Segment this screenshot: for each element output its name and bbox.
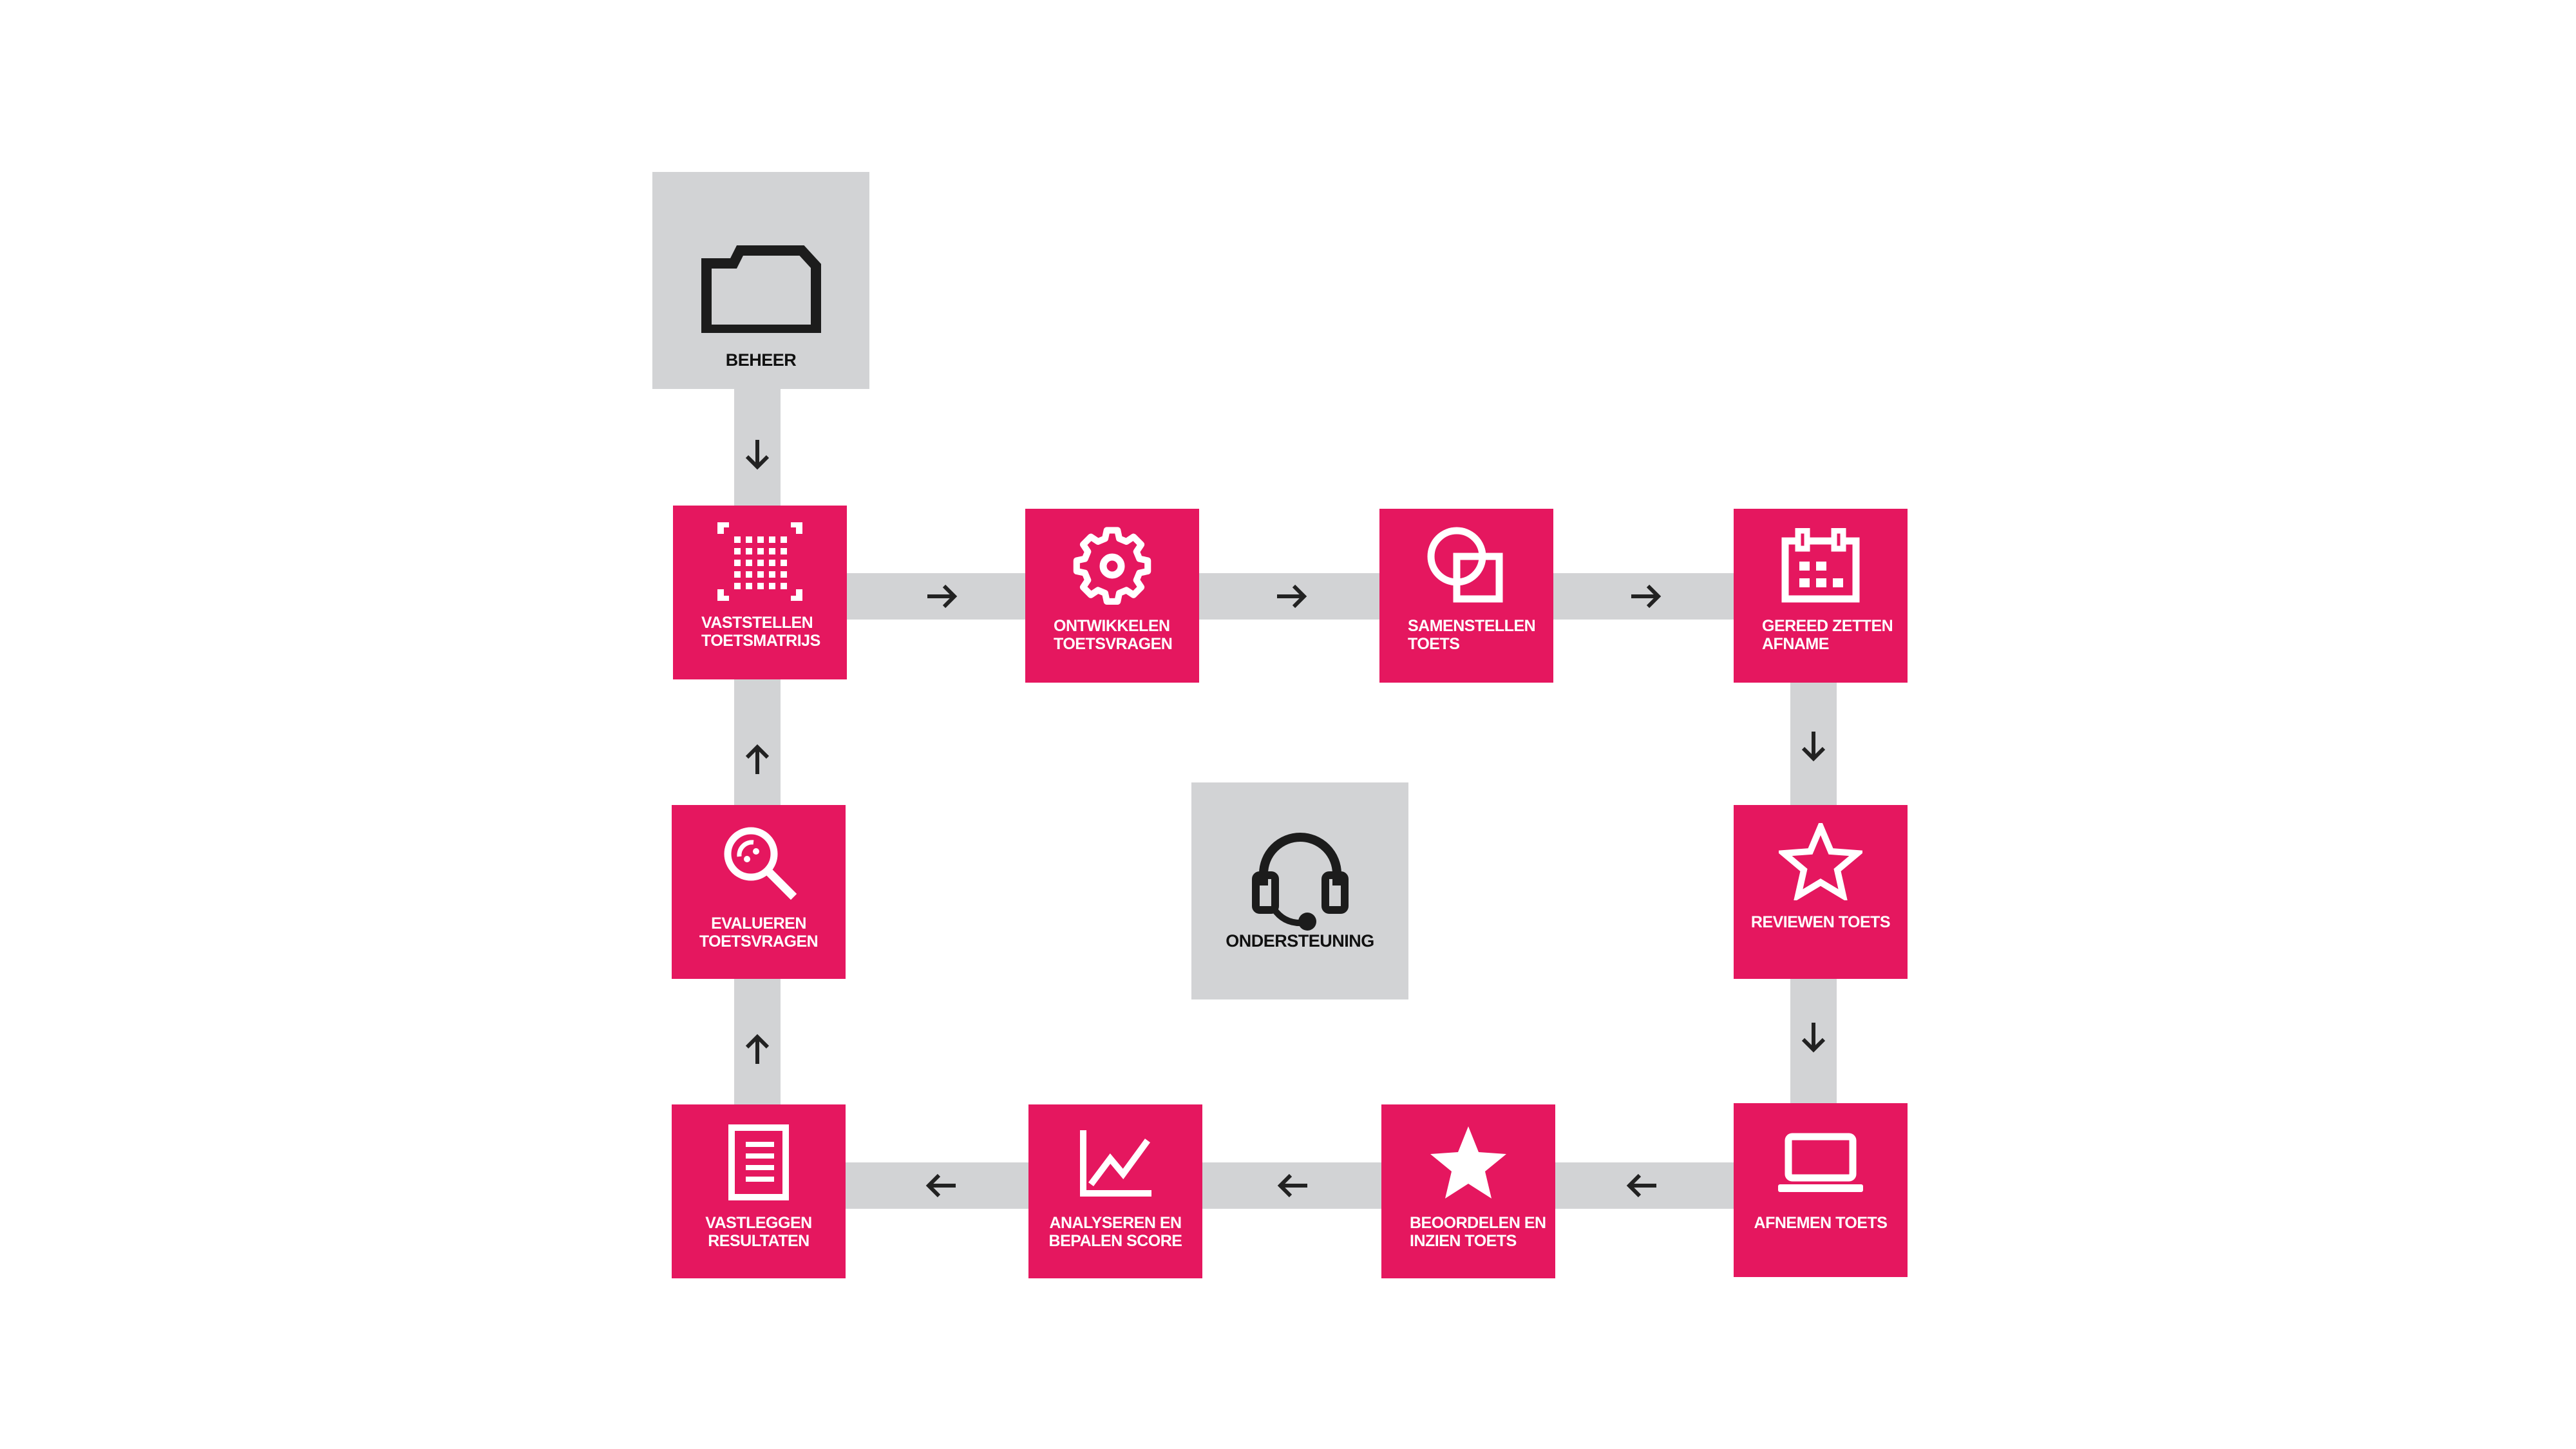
- arrow-down-icon: [1801, 1023, 1826, 1053]
- laptop-icon: [1778, 1133, 1863, 1192]
- arrow-left-icon: [925, 1173, 956, 1198]
- tile-ondersteuning[interactable]: ONDERSTEUNING: [1191, 782, 1408, 999]
- step-vaststellen-toetsmatrijs[interactable]: VASTSTELLEN TOETSMATRIJS: [673, 506, 847, 679]
- step-ontwikkelen-toetsvragen[interactable]: ONTWIKKELEN TOETSVRAGEN: [1025, 509, 1199, 683]
- tile-beheer[interactable]: BEHEER: [652, 172, 869, 389]
- step-label: VASTSTELLEN TOETSMATRIJS: [701, 614, 820, 650]
- folder-icon: [701, 245, 821, 333]
- step-afnemen-toets[interactable]: AFNEMEN TOETS: [1734, 1103, 1908, 1277]
- arrow-left-icon: [1626, 1173, 1656, 1198]
- step-analyseren-en-bepalen-score[interactable]: ANALYSEREN EN BEPALEN SCORE: [1028, 1104, 1202, 1278]
- step-label: ONTWIKKELEN TOETSVRAGEN: [1054, 617, 1173, 653]
- arrow-down-icon: [745, 440, 770, 470]
- star-filled-icon: [1430, 1126, 1506, 1198]
- step-vastleggen-resultaten[interactable]: VASTLEGGEN RESULTATEN: [672, 1104, 846, 1278]
- headset-icon: [1251, 833, 1349, 931]
- arrow-right-icon: [1277, 584, 1307, 609]
- arrow-left-icon: [1277, 1173, 1307, 1198]
- star-outline-icon: [1779, 823, 1862, 900]
- step-label: ANALYSEREN EN BEPALEN SCORE: [1048, 1214, 1182, 1250]
- tile-beheer-label: BEHEER: [725, 350, 797, 370]
- step-label: SAMENSTELLEN TOETS: [1408, 617, 1536, 653]
- step-label: AFNEMEN TOETS: [1754, 1214, 1888, 1232]
- step-label: GEREED ZETTEN AFNAME: [1762, 617, 1893, 653]
- matrix-grid-icon: [717, 522, 802, 601]
- arrow-up-icon: [745, 1034, 770, 1064]
- step-label: EVALUEREN TOETSVRAGEN: [699, 914, 819, 951]
- step-evalueren-toetsvragen[interactable]: EVALUEREN TOETSVRAGEN: [672, 805, 846, 979]
- step-samenstellen-toets[interactable]: SAMENSTELLEN TOETS: [1379, 509, 1553, 683]
- step-reviewen-toets[interactable]: REVIEWEN TOETS: [1734, 805, 1908, 979]
- document-icon: [728, 1124, 789, 1200]
- step-label: REVIEWEN TOETS: [1750, 913, 1891, 931]
- arrow-up-icon: [745, 744, 770, 774]
- overlapping-shapes-icon: [1427, 527, 1503, 603]
- arrow-down-icon: [1801, 732, 1826, 762]
- arrow-right-icon: [1631, 584, 1662, 609]
- step-label: VASTLEGGEN RESULTATEN: [705, 1214, 812, 1250]
- arrow-right-icon: [927, 584, 958, 609]
- step-beoordelen-en-inzien-toets[interactable]: BEOORDELEN EN INZIEN TOETS: [1381, 1104, 1555, 1278]
- magnifier-icon: [724, 827, 797, 900]
- gear-icon: [1073, 527, 1151, 605]
- tile-ondersteuning-label: ONDERSTEUNING: [1226, 931, 1374, 951]
- step-label: BEOORDELEN EN INZIEN TOETS: [1410, 1214, 1546, 1250]
- calendar-icon: [1781, 528, 1860, 603]
- step-gereed-zetten-afname[interactable]: GEREED ZETTEN AFNAME: [1734, 509, 1908, 683]
- line-chart-icon: [1080, 1130, 1151, 1197]
